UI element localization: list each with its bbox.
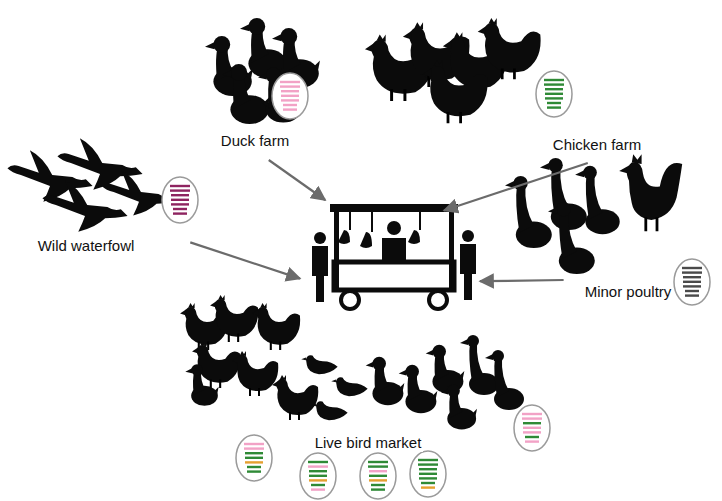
gel-band bbox=[547, 102, 561, 104]
gel-band bbox=[244, 443, 264, 445]
gel-band bbox=[544, 83, 564, 85]
gel-band bbox=[523, 427, 541, 429]
gel-band bbox=[280, 81, 300, 83]
group-label: Wild waterfowl bbox=[36, 237, 137, 255]
gel-ellipse bbox=[300, 453, 336, 499]
gel-band bbox=[308, 461, 328, 463]
gel-band bbox=[683, 281, 701, 283]
gel-ellipse bbox=[410, 451, 446, 497]
gel-band bbox=[523, 431, 541, 433]
gel-band bbox=[545, 93, 563, 95]
gel-band bbox=[369, 470, 387, 472]
group-label: Chicken farm bbox=[551, 136, 643, 154]
gel-band bbox=[173, 212, 187, 214]
gel-band bbox=[283, 108, 297, 110]
gel-band bbox=[418, 459, 438, 461]
gel-ellipse bbox=[272, 73, 308, 119]
gel-band bbox=[369, 479, 387, 481]
gel-band bbox=[247, 466, 261, 468]
gel-band bbox=[525, 440, 539, 442]
gel-band bbox=[545, 88, 563, 90]
gel-ellipse bbox=[360, 453, 396, 499]
gel-band bbox=[281, 90, 299, 92]
gel-band bbox=[171, 199, 189, 201]
source-group: Duck farm bbox=[200, 8, 325, 160]
gel-band bbox=[309, 470, 327, 472]
gel-band bbox=[547, 106, 561, 108]
gel-band bbox=[281, 95, 299, 97]
gel-band bbox=[683, 285, 701, 287]
source-group: Live bird market bbox=[300, 200, 480, 462]
gel-band bbox=[171, 203, 189, 205]
source-group: Minor poultry bbox=[500, 145, 712, 302]
gel-band bbox=[371, 484, 385, 486]
gel-band bbox=[523, 422, 541, 424]
gel-ellipse bbox=[674, 259, 710, 305]
gel-band bbox=[419, 477, 437, 479]
gel-band bbox=[309, 475, 327, 477]
gel-band bbox=[685, 294, 699, 296]
group-label: Duck farm bbox=[219, 132, 291, 150]
gel-band bbox=[522, 417, 542, 419]
gel-band bbox=[244, 447, 264, 449]
gel-band bbox=[369, 475, 387, 477]
gel-band bbox=[418, 463, 438, 465]
gel-band bbox=[245, 457, 263, 459]
gel-band bbox=[419, 473, 437, 475]
gel-ellipse bbox=[236, 435, 272, 481]
gel-band bbox=[309, 479, 327, 481]
gel-band bbox=[371, 488, 385, 490]
gel-band bbox=[283, 104, 297, 106]
flow-arrow bbox=[190, 242, 300, 278]
gel-ellipse bbox=[162, 177, 198, 223]
gel-band bbox=[247, 470, 261, 472]
gel-band bbox=[245, 452, 263, 454]
gel-band bbox=[682, 271, 702, 273]
gel-band bbox=[311, 488, 325, 490]
gel-band bbox=[368, 461, 388, 463]
gel-band bbox=[682, 267, 702, 269]
gel-band bbox=[171, 194, 189, 196]
flow-arrow bbox=[444, 163, 588, 210]
gel-band bbox=[421, 486, 435, 488]
source-group: Chicken farm bbox=[360, 8, 652, 163]
group-label: Minor poultry bbox=[583, 283, 674, 301]
group-label: Live bird market bbox=[313, 434, 424, 452]
gel-band bbox=[421, 482, 435, 484]
gel-band bbox=[544, 79, 564, 81]
gel-band bbox=[522, 413, 542, 415]
gel-band bbox=[419, 468, 437, 470]
gel-band bbox=[170, 189, 190, 191]
gel-band bbox=[170, 185, 190, 187]
gel-band bbox=[545, 97, 563, 99]
gel-ellipse bbox=[514, 405, 550, 451]
gel-band bbox=[280, 85, 300, 87]
gel-band bbox=[683, 276, 701, 278]
gel-band bbox=[173, 208, 187, 210]
gel-ellipse bbox=[536, 71, 572, 117]
gel-band bbox=[368, 465, 388, 467]
flow-arrow bbox=[480, 280, 564, 281]
gel-band bbox=[245, 461, 263, 463]
gel-band bbox=[281, 99, 299, 101]
gel-band bbox=[308, 465, 328, 467]
source-group: Wild waterfowl bbox=[5, 135, 200, 257]
flow-arrow bbox=[269, 160, 325, 200]
gel-band bbox=[311, 484, 325, 486]
gel-band bbox=[525, 436, 539, 438]
gel-band bbox=[685, 290, 699, 292]
